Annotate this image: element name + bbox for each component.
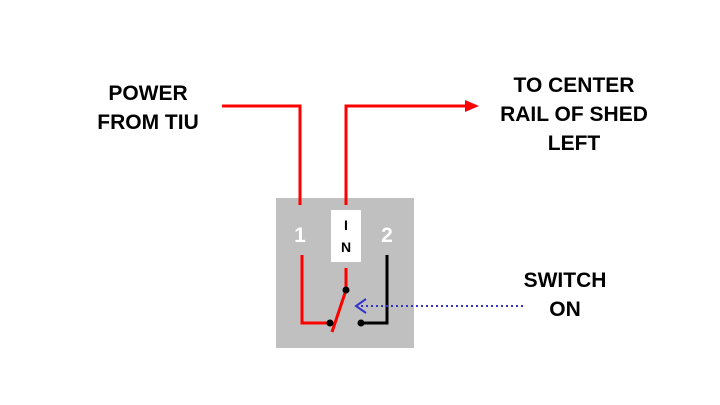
terminal-2-contact-dot — [357, 319, 365, 327]
power-label-line2: FROM TIU — [97, 111, 199, 134]
position-indicator-top: I — [344, 217, 348, 233]
terminal-2-label: 2 — [381, 224, 393, 247]
terminal-2-internal-wire — [361, 255, 389, 325]
center-rail-label: TO CENTER RAIL OF SHED LEFT — [474, 71, 674, 158]
position-indicator-bottom: N — [341, 239, 351, 255]
center-contact-dot — [342, 286, 350, 294]
rail-output-arrowhead — [465, 100, 479, 112]
switch-label-line1: SWITCH — [523, 269, 607, 292]
switch-label-line2: ON — [549, 298, 581, 321]
pivot-contact-dot — [326, 319, 334, 327]
switch-blade — [330, 289, 348, 333]
power-input-wire — [222, 104, 302, 205]
rail-output-wire — [344, 104, 465, 205]
switch-indicator-arrowhead — [354, 298, 367, 314]
terminal-1-internal-wire — [300, 255, 330, 325]
power-label-line1: POWER — [108, 82, 188, 105]
rail-label-line3: LEFT — [547, 132, 601, 155]
position-indicator-box — [331, 210, 361, 262]
rail-label-line1: TO CENTER — [513, 74, 635, 97]
switch-on-label: SWITCH ON — [505, 266, 625, 324]
rail-label-line2: RAIL OF SHED — [500, 103, 648, 126]
power-from-tiu-label: POWER FROM TIU — [78, 79, 218, 137]
terminal-1-label: 1 — [294, 224, 306, 247]
